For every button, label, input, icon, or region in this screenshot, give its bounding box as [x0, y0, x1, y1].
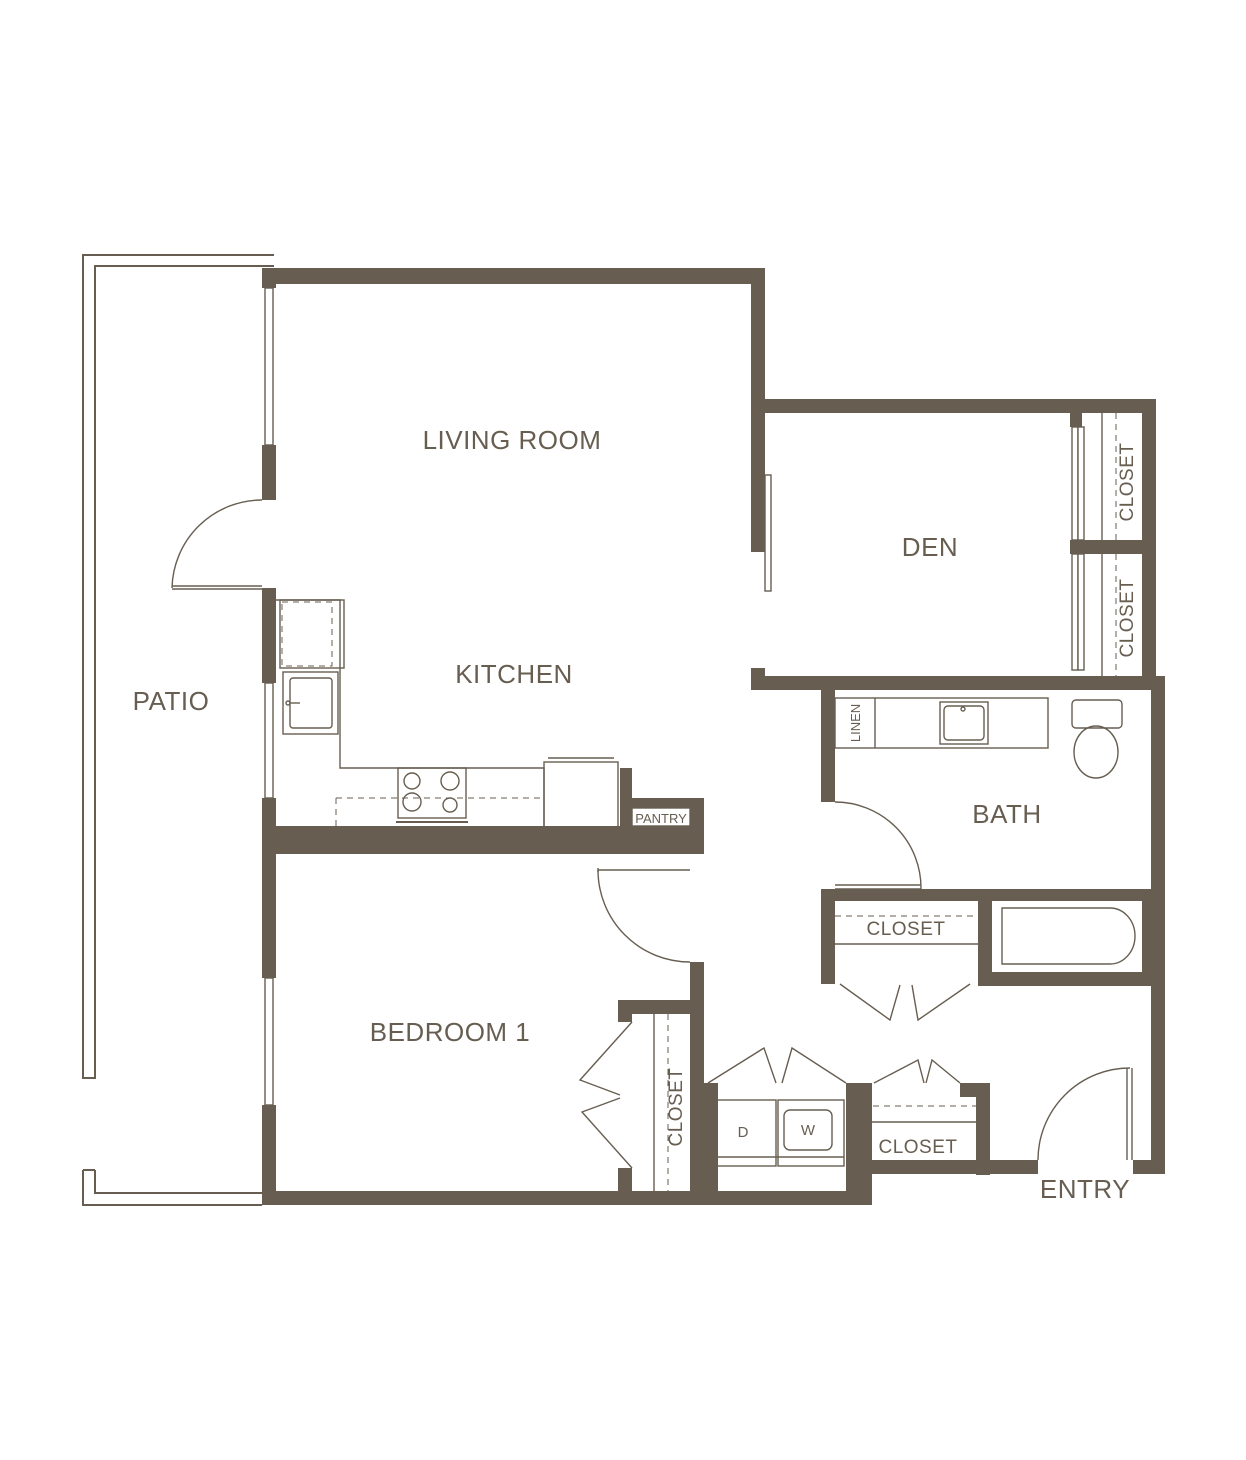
bath-fixtures: [834, 697, 1136, 965]
bedroom-closet-label: CLOSET: [666, 1067, 687, 1146]
walls: [262, 268, 1165, 1205]
linen-label: LINEN: [848, 704, 863, 742]
bedroom-1-label: BEDROOM 1: [370, 1017, 531, 1047]
closet-details: [653, 413, 1117, 1191]
bath-label: BATH: [972, 799, 1041, 829]
windows: [264, 287, 274, 1106]
den-closet-upper-label: CLOSET: [1117, 442, 1138, 521]
laundry-fixtures: [709, 1099, 845, 1167]
doors: [171, 426, 1133, 1169]
kitchen-fixtures: [276, 599, 691, 837]
dryer-label: D: [738, 1124, 749, 1141]
hall-closet-label: CLOSET: [866, 919, 945, 940]
entry-closet-label: CLOSET: [878, 1137, 957, 1158]
den-closet-lower-label: CLOSET: [1117, 578, 1138, 657]
patio-railing: [82, 254, 274, 1206]
entry-label: ENTRY: [1040, 1174, 1130, 1204]
den-label: DEN: [902, 532, 958, 562]
patio-label: PATIO: [133, 686, 210, 716]
kitchen-label: KITCHEN: [455, 659, 573, 689]
living-room-label: LIVING ROOM: [423, 425, 602, 455]
washer-label: W: [801, 1122, 816, 1139]
pantry-label: PANTRY: [635, 811, 687, 826]
